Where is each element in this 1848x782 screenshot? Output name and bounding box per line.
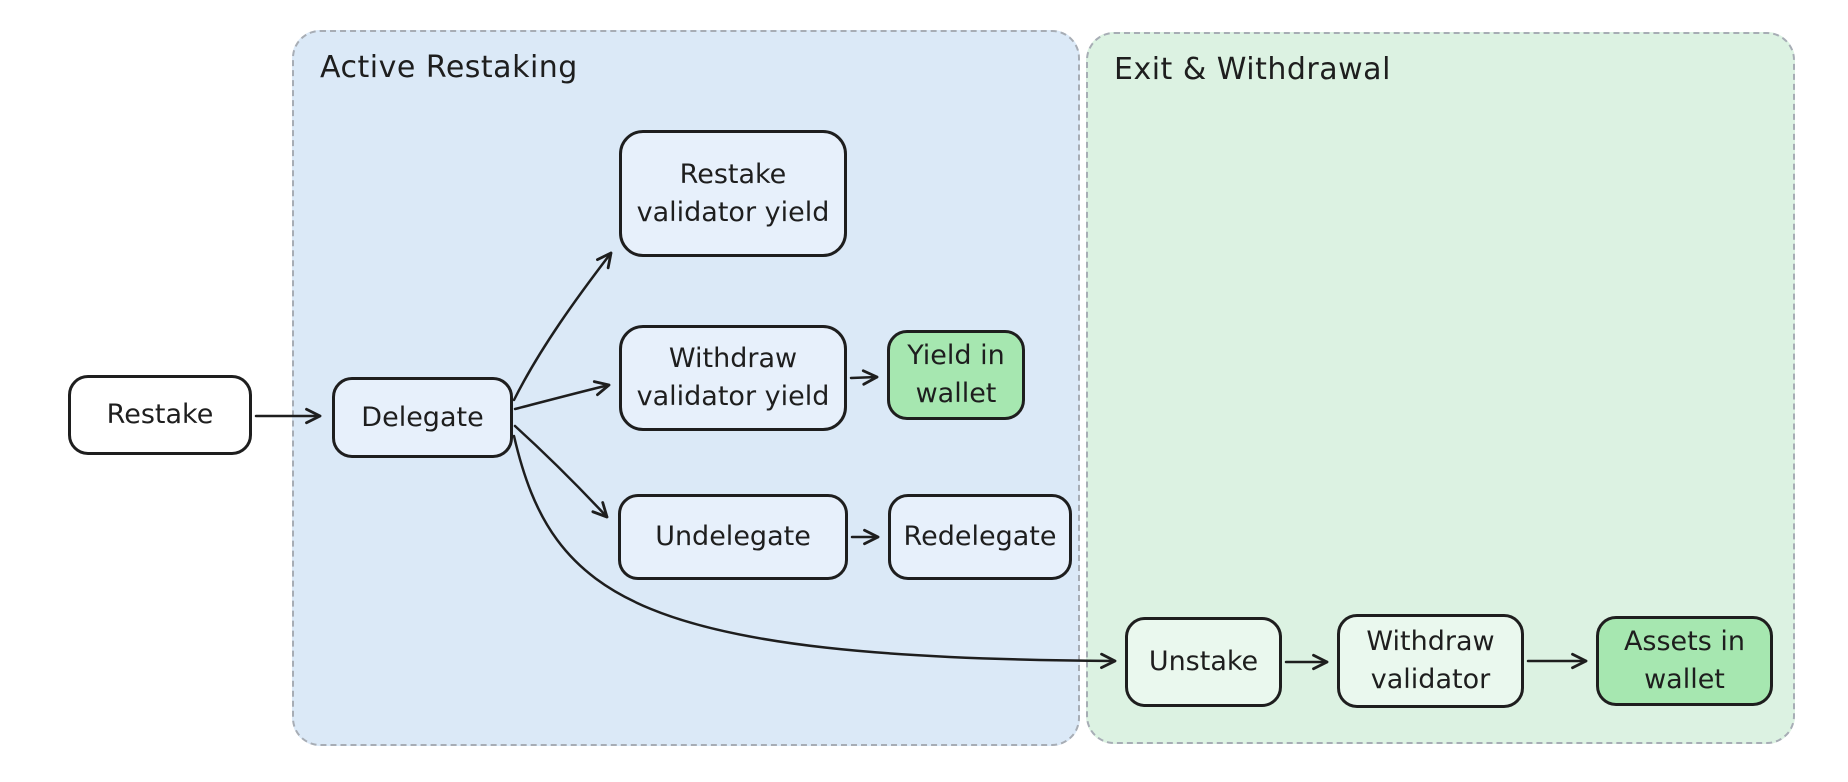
group-label-active-restaking: Active Restaking <box>320 50 578 85</box>
node-delegate-label: Delegate <box>361 401 484 433</box>
node-restake-label: Restake <box>106 399 214 430</box>
node-unstake: Unstake <box>1125 617 1282 707</box>
node-restake: Restake <box>68 375 252 455</box>
node-assets-in-wallet-label: Assets in wallet <box>1623 626 1746 695</box>
node-redelegate: Redelegate <box>888 494 1072 580</box>
node-redelegate-label: Redelegate <box>903 521 1057 552</box>
node-undelegate: Undelegate <box>618 494 848 580</box>
node-undelegate-label: Undelegate <box>655 521 811 552</box>
group-label-exit-withdrawal: Exit & Withdrawal <box>1114 52 1391 87</box>
node-restake-validator-yield-label: Restake validator yield <box>636 158 830 228</box>
node-assets-in-wallet: Assets in wallet <box>1596 616 1773 706</box>
node-withdraw-validator-yield: Withdraw validator yield <box>619 325 847 431</box>
node-delegate: Delegate <box>332 377 513 458</box>
node-withdraw-validator: Withdraw validator <box>1337 614 1524 708</box>
node-withdraw-validator-yield-label: Withdraw validator yield <box>636 343 830 412</box>
node-unstake-label: Unstake <box>1148 646 1259 677</box>
node-yield-in-wallet: Yield in wallet <box>887 330 1025 420</box>
node-yield-in-wallet-label: Yield in wallet <box>907 340 1005 409</box>
node-withdraw-validator-label: Withdraw validator <box>1366 626 1495 695</box>
node-restake-validator-yield: Restake validator yield <box>619 130 847 257</box>
